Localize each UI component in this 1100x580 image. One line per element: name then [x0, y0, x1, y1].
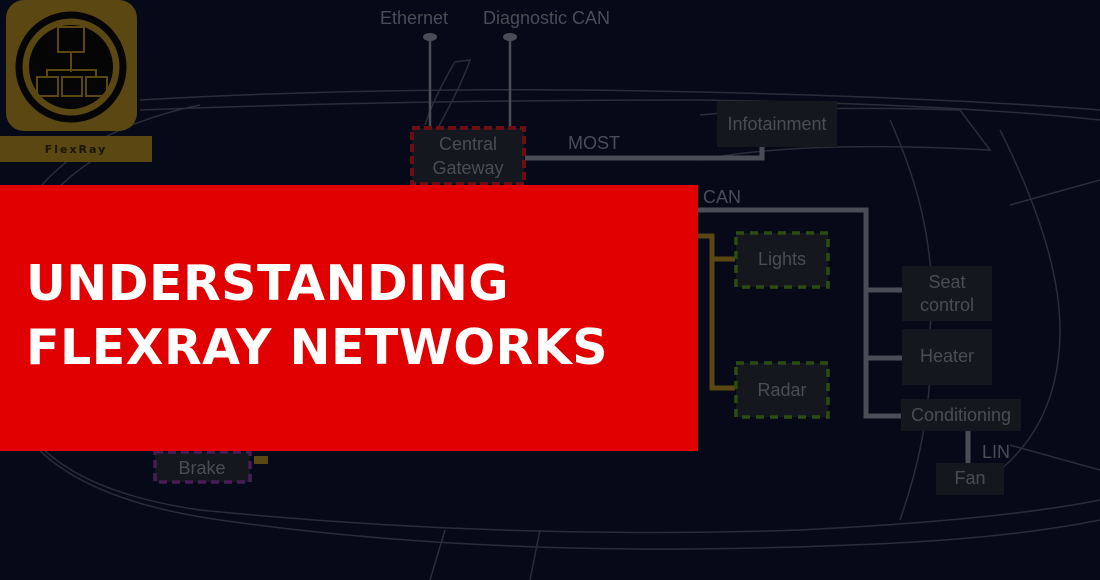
diagnostic-can-label: Diagnostic CAN: [483, 8, 610, 28]
title-banner: [0, 185, 698, 451]
title-line-2: FLEXRAY NETWORKS: [26, 319, 609, 376]
node-seat-control: Seat control: [902, 266, 992, 321]
page-title: UNDERSTANDING FLEXRAY NETWORKS: [26, 252, 608, 380]
node-conditioning: Conditioning: [901, 399, 1021, 431]
ethernet-connector-icon: [423, 33, 437, 41]
node-lights: Lights: [734, 231, 830, 289]
svg-text:Gateway: Gateway: [432, 158, 503, 178]
ethernet-label: Ethernet: [380, 8, 448, 28]
most-label: MOST: [568, 133, 620, 153]
node-infotainment: Infotainment: [717, 101, 837, 147]
svg-text:Infotainment: Infotainment: [727, 114, 826, 134]
node-central-gateway: Central Gateway: [410, 126, 526, 186]
svg-text:Radar: Radar: [757, 380, 806, 400]
flexray-logo-label: FlexRay: [0, 136, 152, 162]
network-hierarchy-icon: [15, 11, 127, 123]
can-label: CAN: [703, 187, 741, 207]
svg-text:Lights: Lights: [758, 249, 806, 269]
node-fan: Fan: [936, 463, 1004, 495]
svg-text:Brake: Brake: [178, 458, 225, 478]
svg-text:Conditioning: Conditioning: [911, 405, 1011, 425]
diagnostic-can-connector-icon: [503, 33, 517, 41]
node-radar: Radar: [734, 361, 830, 419]
lin-label: LIN: [982, 442, 1010, 462]
node-heater: Heater: [902, 329, 992, 385]
car-outline: [14, 59, 1100, 580]
svg-text:Central: Central: [439, 134, 497, 154]
svg-text:Fan: Fan: [954, 468, 985, 488]
flexray-logo: [6, 0, 137, 131]
node-brake: Brake: [153, 450, 268, 484]
title-line-1: UNDERSTANDING: [26, 255, 510, 312]
svg-text:Seat: Seat: [928, 272, 965, 292]
svg-text:control: control: [920, 295, 974, 315]
svg-text:Heater: Heater: [920, 346, 974, 366]
